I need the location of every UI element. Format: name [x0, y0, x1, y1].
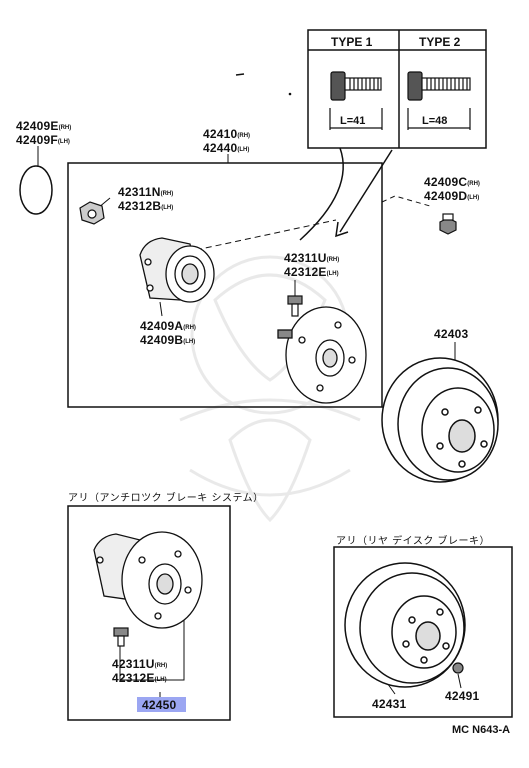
- label-stud: 42311U(RH) 42312E(LH): [284, 251, 340, 279]
- label-brake-drum: 42403: [434, 327, 469, 341]
- label-hub-bolt: 42409C(RH) 42409D(LH): [424, 175, 480, 203]
- label-abs-hub[interactable]: 42450: [142, 698, 177, 712]
- caption-disc: アリ（リヤ デイスク ブレーキ）: [336, 536, 491, 547]
- disc-frame: [333, 546, 513, 718]
- nut-icon: [79, 201, 105, 225]
- type2-length: L=48: [422, 115, 448, 127]
- dash-mark: [235, 73, 245, 76]
- abs-frame: [67, 505, 231, 721]
- type1-title: TYPE 1: [331, 35, 373, 49]
- figure-reference: MC N643-A: [452, 724, 511, 736]
- hub-bearing-icon: [139, 237, 215, 303]
- label-nut: 42311N(RH) 42312B(LH): [118, 185, 174, 213]
- label-disc-rotor: 42431: [372, 697, 407, 711]
- leader-lines: [37, 146, 462, 698]
- stud-bolt-icon: [287, 295, 303, 317]
- label-disc-screw: 42491: [445, 689, 480, 703]
- type-pointer-arrows: [299, 147, 393, 241]
- hub-flange-icon: [277, 306, 367, 404]
- abs-stud-icon: [113, 627, 129, 647]
- label-oring: 42409E(RH) 42409F(LH): [16, 119, 72, 147]
- label-hub-bearing: 42409A(RH) 42409B(LH): [140, 319, 196, 347]
- abs-hub-icon: [93, 531, 203, 629]
- disc-screw-icon: [452, 662, 464, 674]
- type2-title: TYPE 2: [419, 35, 461, 49]
- type1-length: L=41: [340, 115, 366, 127]
- highlight-abs-hub: [137, 697, 186, 712]
- oring-icon: [19, 165, 53, 215]
- brake-drum-icon: [381, 357, 499, 483]
- bearing-assy-frame: [67, 162, 383, 408]
- hub-bolt-icon: [439, 213, 457, 235]
- disc-rotor-icon: [344, 562, 466, 688]
- stud-type-table: [307, 29, 487, 149]
- label-bearing-assy: 42410(RH) 42440(LH): [203, 127, 251, 155]
- label-abs-stud: 42311U(RH) 42312E(LH): [112, 657, 168, 685]
- stud-type2-icon: [407, 71, 471, 130]
- caption-abs: アリ（アンチロツク ブレーキ システム）: [68, 493, 264, 504]
- dot-mark: [288, 92, 292, 96]
- stud-type1-icon: [329, 71, 383, 130]
